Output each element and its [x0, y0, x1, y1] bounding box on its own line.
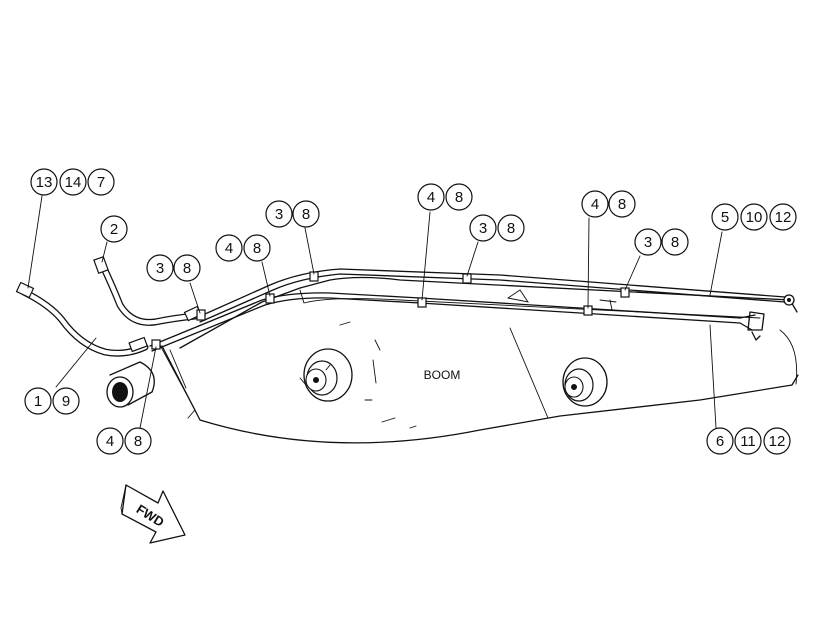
svg-text:8: 8: [671, 234, 679, 251]
callout-3: 3: [146, 254, 174, 282]
svg-text:8: 8: [455, 189, 463, 206]
svg-text:10: 10: [746, 209, 763, 226]
fwd-arrow: FWD: [120, 484, 186, 544]
svg-text:12: 12: [775, 209, 792, 226]
callout-6: 6: [706, 427, 734, 455]
callout-14: 14: [59, 168, 87, 196]
svg-text:6: 6: [716, 433, 724, 450]
callout-7: 7: [87, 168, 115, 196]
svg-text:11: 11: [740, 433, 756, 450]
svg-text:4: 4: [427, 189, 435, 206]
svg-text:8: 8: [134, 433, 142, 450]
svg-text:1: 1: [34, 393, 42, 410]
callout-4: 4: [417, 183, 445, 211]
lower-tube: [149, 292, 756, 352]
svg-text:8: 8: [618, 196, 626, 213]
svg-text:8: 8: [302, 206, 310, 223]
svg-text:3: 3: [275, 206, 283, 223]
svg-text:2: 2: [110, 221, 118, 238]
callout-4: 4: [215, 234, 243, 262]
leader-lines: [27, 195, 723, 429]
svg-text:4: 4: [591, 196, 599, 213]
callout-10: 10: [740, 203, 768, 231]
callout-8: 8: [292, 200, 320, 228]
svg-text:8: 8: [507, 220, 515, 237]
clamps: [151, 271, 630, 350]
callout-3: 3: [469, 214, 497, 242]
callout-8: 8: [173, 254, 201, 282]
callout-3: 3: [634, 228, 662, 256]
cylinder-pin-right: [562, 357, 608, 407]
callout-4: 4: [581, 190, 609, 218]
callout-5: 5: [711, 203, 739, 231]
hose-1: [15, 281, 149, 357]
svg-text:4: 4: [225, 240, 233, 257]
svg-text:3: 3: [479, 220, 487, 237]
front-fittings: [747, 294, 795, 341]
callout-8: 8: [243, 234, 271, 262]
callout-12: 12: [763, 427, 791, 455]
callouts: 13 14 7 2 3 8 4 8 3 8 4 8 3 8 4 8 3 8 5 …: [24, 168, 797, 455]
callout-8: 8: [445, 183, 473, 211]
callout-4: 4: [96, 427, 124, 455]
fwd-label: FWD: [134, 501, 167, 529]
callout-8: 8: [124, 427, 152, 455]
svg-text:7: 7: [97, 174, 105, 191]
svg-text:4: 4: [106, 433, 114, 450]
svg-text:12: 12: [769, 433, 786, 450]
svg-text:13: 13: [36, 174, 53, 191]
callout-2: 2: [100, 215, 128, 243]
svg-text:9: 9: [62, 393, 70, 410]
callout-9: 9: [52, 387, 80, 415]
upper-tube: [195, 268, 786, 323]
callout-8: 8: [608, 190, 636, 218]
svg-text:5: 5: [721, 209, 729, 226]
cylinder-pin-left: [299, 348, 353, 402]
boom-label: BOOM: [424, 368, 461, 382]
hose-2: [93, 255, 202, 326]
svg-text:3: 3: [156, 260, 164, 277]
svg-text:8: 8: [183, 260, 191, 277]
callout-11: 11: [734, 427, 762, 455]
callout-12: 12: [769, 203, 797, 231]
callout-13: 13: [30, 168, 58, 196]
callout-8: 8: [497, 214, 525, 242]
callout-1: 1: [24, 387, 52, 415]
svg-text:3: 3: [644, 234, 652, 251]
boom-foot-pin: [106, 361, 155, 408]
callout-8: 8: [661, 228, 689, 256]
svg-text:14: 14: [65, 174, 82, 191]
svg-text:8: 8: [253, 240, 261, 257]
callout-3: 3: [265, 200, 293, 228]
